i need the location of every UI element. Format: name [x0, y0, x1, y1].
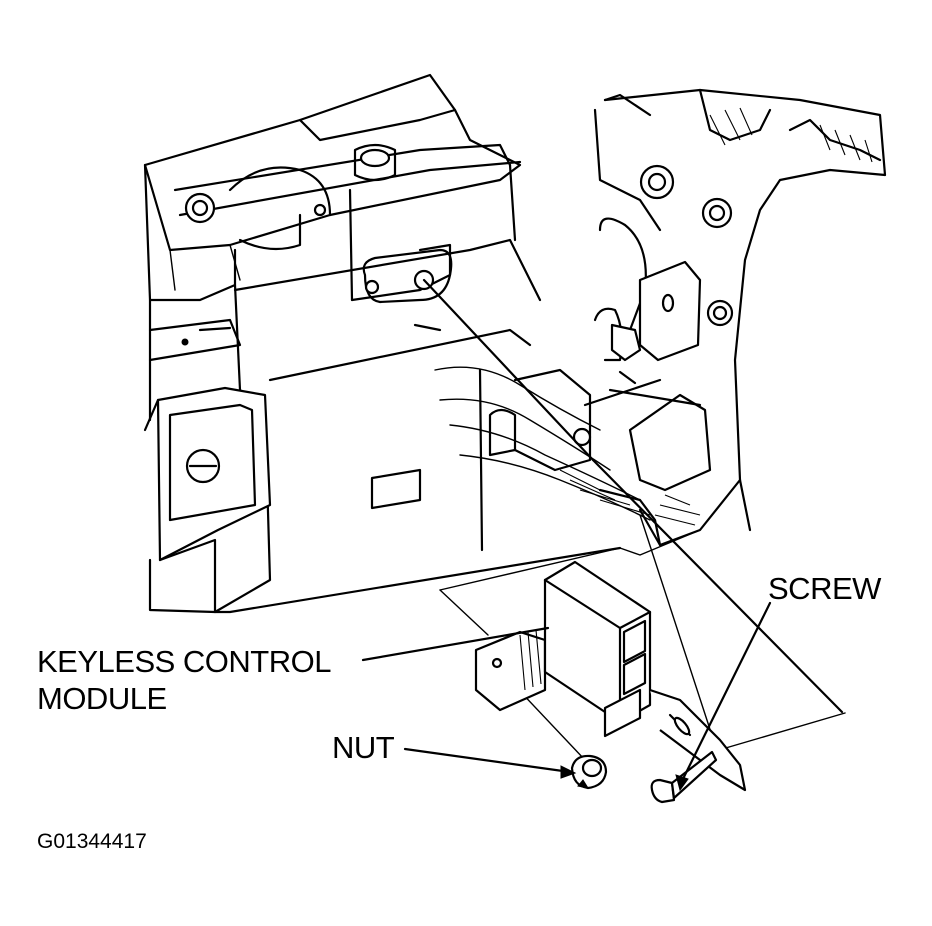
keyless-control-module-part	[474, 560, 747, 792]
keyless-control-module-label-line2: MODULE	[37, 681, 167, 716]
figure-id: G01344417	[37, 830, 147, 853]
nut-label: NUT	[332, 730, 395, 765]
nut-part	[570, 754, 608, 790]
screw-label: SCREW	[768, 571, 881, 606]
vehicle-body-structure	[143, 73, 887, 614]
callout-leaders	[361, 601, 772, 792]
keyless-control-module-label-line1: KEYLESS CONTROL	[37, 644, 331, 679]
